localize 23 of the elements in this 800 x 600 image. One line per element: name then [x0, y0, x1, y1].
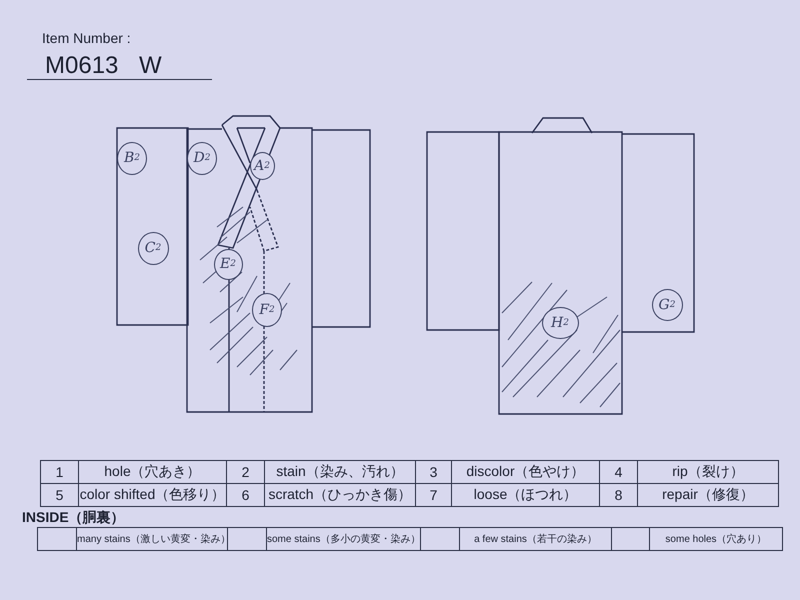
defect-code: 1: [40, 460, 78, 484]
condition-name: some stains（多小の黄変・染み）: [266, 528, 420, 550]
defect-code: 6: [226, 484, 264, 506]
field-label: Item Number :: [42, 30, 131, 46]
defect-name: rip（裂け）: [638, 460, 778, 484]
condition-name: some holes（穴あり）: [650, 528, 782, 550]
defect-code: 5: [40, 484, 78, 506]
defect-name: color shifted（色移り）: [78, 484, 226, 506]
defect-code: 7: [416, 484, 452, 506]
defect-name: hole（穴あき）: [78, 460, 226, 484]
defect-code: 3: [416, 460, 452, 484]
item-number: M0613 W: [27, 52, 212, 80]
defect-name: loose（ほつれ）: [452, 484, 600, 506]
defect-name: scratch（ひっかき傷）: [264, 484, 416, 506]
defect-name: stain（染み、汚れ）: [264, 460, 416, 484]
defect-name: discolor（色やけ）: [452, 460, 600, 484]
defect-code: 2: [226, 460, 264, 484]
condition-name: many stains（激しい黄変・染み）: [76, 528, 228, 550]
section-heading: INSIDE（胴裏）: [22, 509, 125, 527]
defect-code: 8: [600, 484, 638, 506]
defect-name: repair（修復）: [638, 484, 778, 506]
defect-code: 4: [600, 460, 638, 484]
condition-name: a few stains（若干の染み）: [460, 528, 612, 550]
